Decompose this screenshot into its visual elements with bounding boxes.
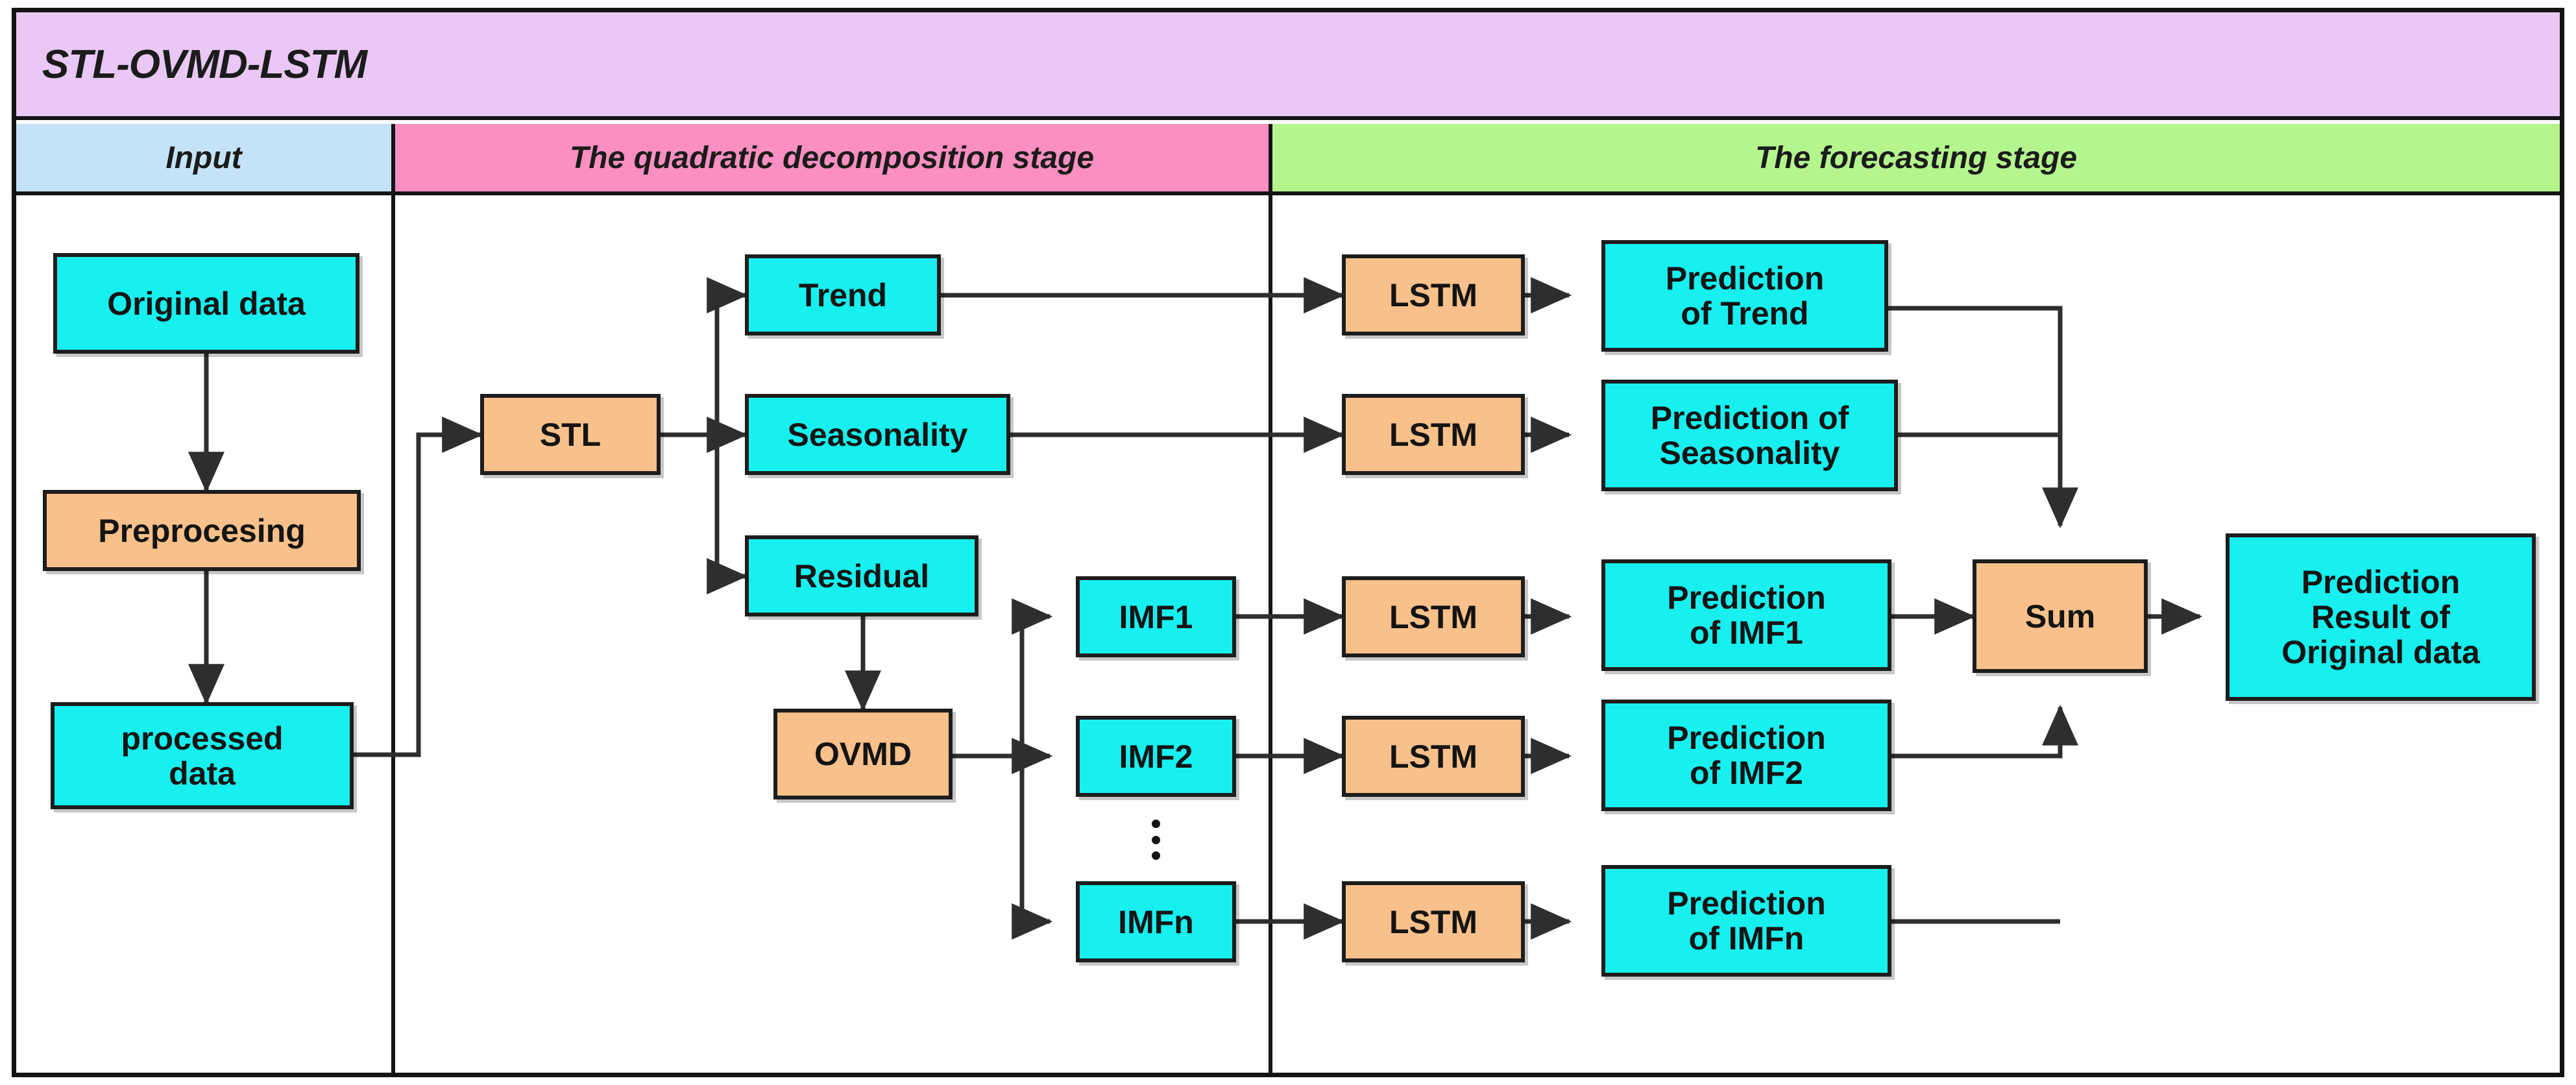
ellipsis-dot [1152,851,1160,860]
node-final-result[interactable]: Prediction Result of Original data [2226,533,2536,701]
node-imfn-label: IMFn [1118,903,1194,940]
stage-header-decomposition: The quadratic decomposition stage [391,124,1269,195]
node-imf2[interactable]: IMF2 [1076,716,1236,797]
node-lstm-imf1-label: LSTM [1389,598,1478,635]
node-pred-imf1-label: Prediction of IMF1 [1667,579,1826,651]
node-stl[interactable]: STL [480,394,661,475]
node-imfn[interactable]: IMFn [1076,881,1236,962]
diagram-banner: STL-OVMD-LSTM [16,12,2560,120]
diagram-title: STL-OVMD-LSTM [42,42,367,87]
node-sum-label: Sum [2024,598,2096,635]
node-lstm-imfn[interactable]: LSTM [1342,881,1525,962]
node-trend[interactable]: Trend [745,254,941,335]
node-preprocessing[interactable]: Preprocesing [43,490,361,571]
node-pred-imf2[interactable]: Prediction of IMF2 [1601,700,1891,811]
node-sum[interactable]: Sum [1973,559,2148,673]
node-pred-imfn[interactable]: Prediction of IMFn [1601,865,1891,977]
node-lstm-seasonality[interactable]: LSTM [1342,394,1525,475]
node-trend-label: Trend [798,276,888,313]
stage-header-decomposition-label: The quadratic decomposition stage [569,140,1095,175]
node-stl-label: STL [539,416,601,453]
node-imf1-label: IMF1 [1119,598,1193,635]
ellipsis-dot [1152,820,1160,828]
ellipsis-dot [1152,835,1160,844]
node-pred-imf2-label: Prediction of IMF2 [1667,720,1826,791]
node-original-data[interactable]: Original data [53,253,359,354]
stage-header-input-label: Input [165,140,242,175]
node-imf1[interactable]: IMF1 [1076,576,1236,657]
node-lstm-imf2-label: LSTM [1389,738,1478,775]
node-original-data-label: Original data [107,285,306,322]
node-preprocessing-label: Preprocesing [98,512,306,549]
stage-header-forecasting: The forecasting stage [1269,124,2560,195]
node-imf2-label: IMF2 [1119,738,1193,775]
node-pred-seasonality[interactable]: Prediction of Seasonality [1601,380,1898,491]
node-pred-seasonality-label: Prediction of Seasonality [1650,400,1849,471]
imf-ellipsis-dots [1152,820,1160,860]
node-processed-data[interactable]: processed data [51,702,354,809]
node-pred-trend[interactable]: Prediction of Trend [1601,240,1888,352]
node-seasonality-label: Seasonality [787,416,968,453]
node-ovmd[interactable]: OVMD [773,709,953,799]
node-pred-trend-label: Prediction of Trend [1665,260,1825,332]
column-divider-decomposition-forecasting [1269,195,1272,1073]
node-residual-label: Residual [794,557,930,594]
column-divider-input-decomposition [391,195,395,1073]
node-final-result-label: Prediction Result of Original data [2281,564,2480,670]
node-lstm-imf1[interactable]: LSTM [1342,576,1525,657]
node-pred-imfn-label: Prediction of IMFn [1667,885,1826,957]
node-lstm-trend[interactable]: LSTM [1342,254,1525,335]
node-lstm-imf2[interactable]: LSTM [1342,716,1525,797]
node-lstm-seasonality-label: LSTM [1389,416,1478,453]
node-processed-data-label: processed data [121,720,284,792]
node-residual[interactable]: Residual [745,535,978,616]
stage-header-input: Input [16,124,391,195]
stage-header-forecasting-label: The forecasting stage [1755,140,2078,175]
node-ovmd-label: OVMD [814,736,912,772]
node-seasonality[interactable]: Seasonality [745,394,1010,475]
node-pred-imf1[interactable]: Prediction of IMF1 [1601,559,1891,671]
node-lstm-trend-label: LSTM [1389,276,1478,313]
node-lstm-imfn-label: LSTM [1389,903,1478,940]
